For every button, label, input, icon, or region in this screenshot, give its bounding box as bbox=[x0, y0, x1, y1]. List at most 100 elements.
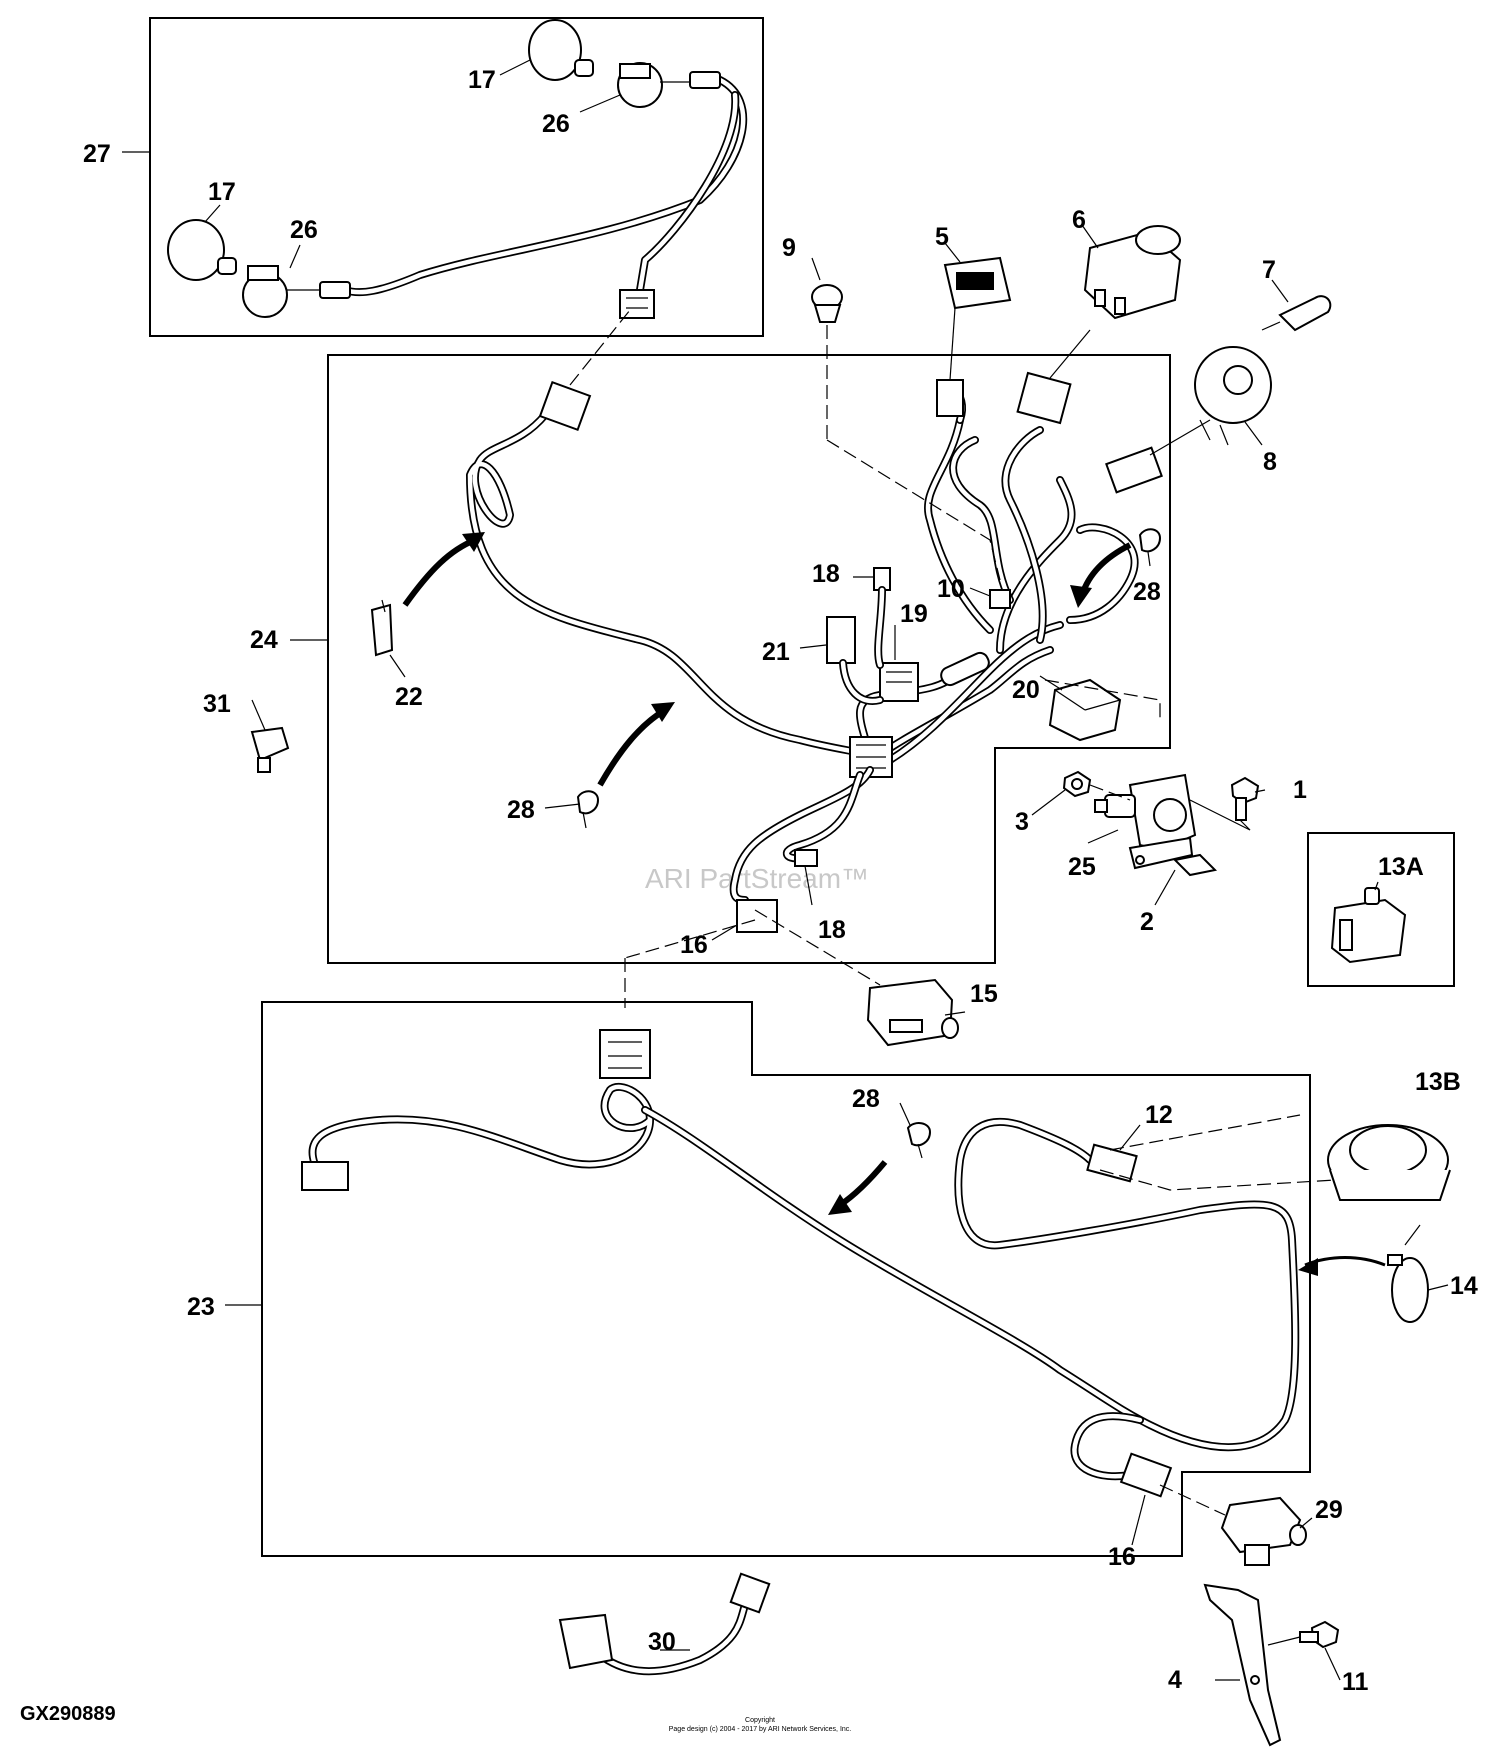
socket-icon bbox=[242, 265, 320, 318]
label-18b: 18 bbox=[818, 916, 846, 944]
watermark: ARI PartStream™ bbox=[645, 863, 869, 894]
label-25: 25 bbox=[1068, 853, 1096, 881]
bulb-icon bbox=[528, 19, 594, 81]
connector-plug bbox=[1105, 446, 1163, 494]
clip-28 bbox=[576, 790, 600, 829]
label-11: 11 bbox=[1342, 1668, 1369, 1696]
label-17a: 17 bbox=[468, 66, 496, 94]
main-harness-24 bbox=[466, 309, 1211, 933]
label-13a: 13A bbox=[1378, 853, 1424, 881]
connector-10 bbox=[989, 589, 1011, 609]
arrow-icon bbox=[838, 1160, 888, 1208]
connector-plug bbox=[936, 379, 964, 417]
label-2: 2 bbox=[1140, 908, 1154, 936]
arrowhead-icon bbox=[1070, 585, 1092, 608]
plate-2 bbox=[1172, 853, 1218, 877]
terminal-connector bbox=[319, 281, 351, 299]
key-icon bbox=[1261, 295, 1332, 332]
copyright-line-1: Copyright bbox=[745, 1717, 775, 1724]
bulb-icon bbox=[167, 219, 237, 281]
fuse-holder-21 bbox=[826, 616, 856, 664]
label-3: 3 bbox=[1015, 808, 1029, 836]
plug-9 bbox=[811, 284, 1001, 581]
connector-16 bbox=[1119, 1452, 1173, 1498]
label-28b: 28 bbox=[1133, 578, 1161, 606]
solenoid-25 bbox=[1094, 773, 1197, 870]
main-connector bbox=[599, 1029, 651, 1079]
label-29: 29 bbox=[1315, 1496, 1343, 1524]
arrowhead-icon bbox=[1298, 1258, 1318, 1276]
label-16a: 16 bbox=[680, 931, 708, 959]
label-20: 20 bbox=[1012, 676, 1040, 704]
label-9: 9 bbox=[782, 234, 796, 262]
leader-lines bbox=[122, 59, 1449, 1681]
adapter-harness-30 bbox=[558, 1572, 771, 1676]
label-6: 6 bbox=[1072, 206, 1086, 234]
label-15: 15 bbox=[970, 980, 998, 1008]
switch-29 bbox=[1220, 1496, 1307, 1566]
clip-28 bbox=[1138, 528, 1162, 567]
label-23: 23 bbox=[187, 1293, 215, 1321]
label-18a: 18 bbox=[812, 560, 840, 588]
copyright-line-2: Page design (c) 2004 - 2017 by ARI Netwo… bbox=[669, 1726, 852, 1733]
cable-tie-14 bbox=[1387, 1254, 1429, 1323]
label-14: 14 bbox=[1450, 1272, 1478, 1300]
clip-28 bbox=[906, 1122, 932, 1159]
label-19: 19 bbox=[900, 600, 928, 628]
arrowhead-icon bbox=[651, 702, 675, 722]
label-1: 1 bbox=[1293, 776, 1307, 804]
callout-labels: 1 2 3 4 5 6 7 8 9 10 11 12 13A 13B 14 15… bbox=[83, 66, 1478, 1696]
connector-12 bbox=[1086, 1143, 1138, 1183]
frame-rear-harness bbox=[261, 1001, 1311, 1557]
clip-22 bbox=[370, 599, 394, 657]
arrow-icon bbox=[597, 707, 667, 787]
socket-icon bbox=[617, 62, 690, 108]
rear-harness-23 bbox=[301, 1029, 1300, 1498]
label-22: 22 bbox=[395, 683, 423, 711]
switch-13a bbox=[1330, 887, 1407, 964]
label-28c: 28 bbox=[852, 1085, 880, 1113]
light-switch-6 bbox=[1083, 225, 1182, 320]
connector-18-lower bbox=[794, 849, 818, 867]
harness-sleeve bbox=[940, 651, 990, 687]
label-31: 31 bbox=[203, 690, 231, 718]
harness-plug bbox=[301, 1161, 349, 1191]
frames bbox=[149, 17, 1455, 1557]
label-13b: 13B bbox=[1415, 1068, 1461, 1096]
arrowhead-icon bbox=[462, 532, 485, 552]
arrow-icon bbox=[402, 537, 477, 607]
label-30: 30 bbox=[648, 1628, 676, 1656]
label-16b: 16 bbox=[1108, 1543, 1136, 1571]
switch-15 bbox=[866, 978, 959, 1047]
label-26b: 26 bbox=[290, 216, 318, 244]
bracket-4 bbox=[1203, 1583, 1282, 1747]
label-12: 12 bbox=[1145, 1101, 1173, 1129]
connector-16 bbox=[736, 899, 778, 933]
terminal-connector bbox=[689, 71, 721, 89]
label-17b: 17 bbox=[208, 178, 236, 206]
label-10: 10 bbox=[937, 575, 965, 603]
label-7: 7 bbox=[1262, 256, 1276, 284]
light-harness-27 bbox=[167, 19, 748, 319]
label-26a: 26 bbox=[542, 110, 570, 138]
ignition-switch-8 bbox=[1194, 346, 1272, 446]
frame-part-13a bbox=[1307, 832, 1455, 987]
figure-id: GX290889 bbox=[20, 1703, 116, 1725]
label-8: 8 bbox=[1263, 448, 1277, 476]
switch-13b bbox=[1327, 1124, 1451, 1201]
label-21: 21 bbox=[762, 638, 790, 666]
label-4: 4 bbox=[1168, 1666, 1182, 1694]
frame-light-harness bbox=[149, 17, 764, 337]
nut-3 bbox=[1062, 770, 1092, 798]
label-5: 5 bbox=[935, 223, 949, 251]
label-24: 24 bbox=[250, 626, 278, 654]
bolt-1 bbox=[1230, 776, 1260, 821]
harness-plug bbox=[538, 380, 592, 432]
label-27: 27 bbox=[83, 140, 111, 168]
label-28a: 28 bbox=[507, 796, 535, 824]
bolt-11 bbox=[1299, 1620, 1340, 1649]
harness-plug bbox=[619, 289, 655, 319]
sensor-31 bbox=[250, 726, 290, 773]
relay-20 bbox=[1048, 678, 1122, 742]
